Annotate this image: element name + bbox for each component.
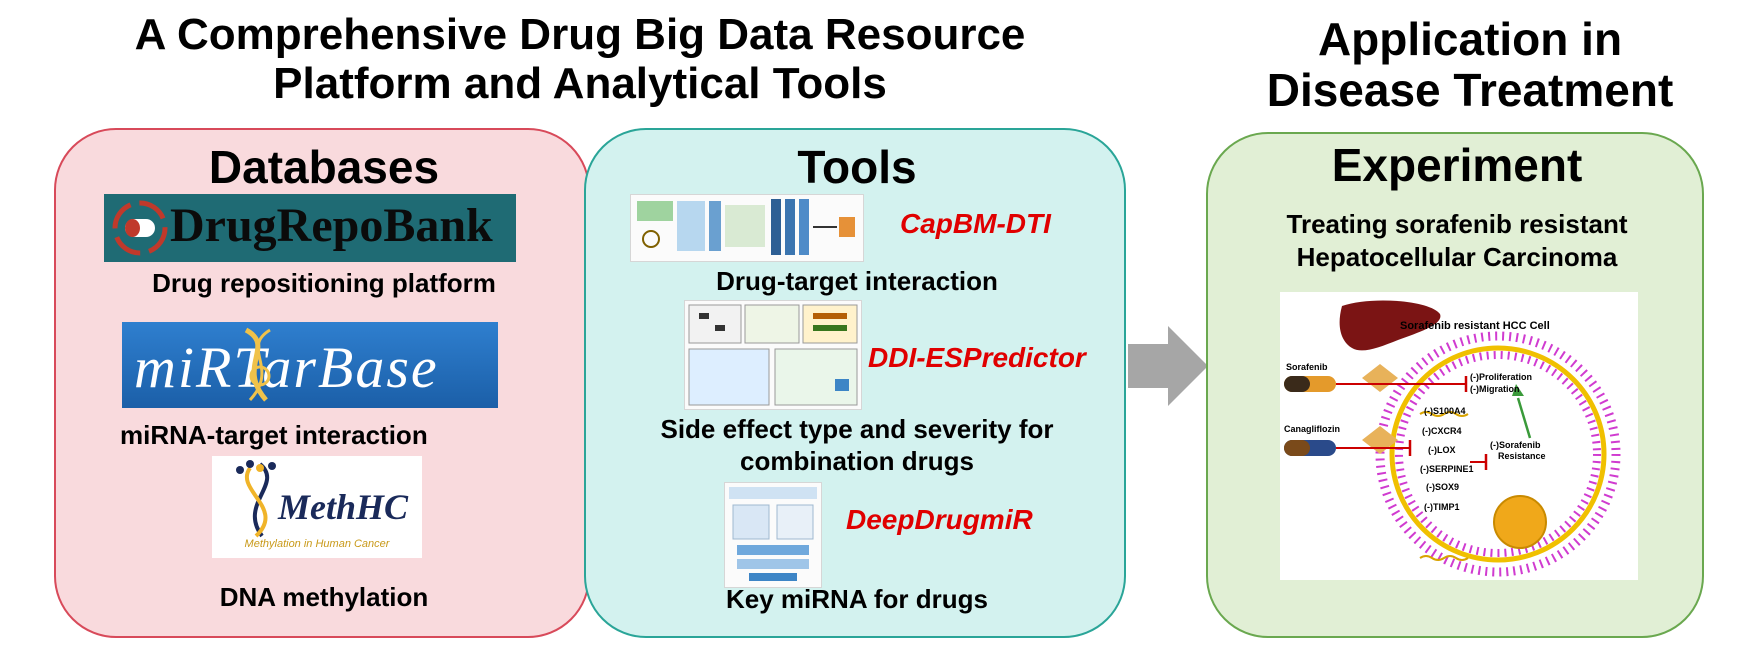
databases-title: Databases [208, 141, 440, 193]
main-title: A Comprehensive Drug Big Data Resource P… [40, 10, 1120, 109]
experiment-subtitle-line1: Treating sorafenib resistant [1286, 209, 1628, 239]
deepdrugmir-thumbnail [724, 482, 822, 588]
ddi-espredictor-thumbnail [684, 300, 862, 410]
mirtarbase-caption: miRNA-target interaction [120, 420, 428, 450]
hcc-figure-graphics [1284, 300, 1621, 577]
resistance-label: (-)Sorafenib Resistance [1490, 440, 1546, 462]
drugrepobank-logo: DrugRepoBank [104, 194, 516, 262]
capbm-dti-caption: Drug-target interaction [716, 266, 998, 296]
experiment-panel: Experiment Treating sorafenib resistant … [1206, 132, 1704, 638]
experiment-title: Experiment [1331, 139, 1583, 191]
main-title-line1: A Comprehensive Drug Big Data Resource [134, 10, 1026, 59]
mirtarbase-logo: miRTarBase [122, 322, 498, 408]
ddi-espredictor-caption-line1: Side effect type and severity for [660, 414, 1054, 444]
capbm-dti-name: CapBM-DTI [900, 208, 1051, 239]
databases-panel: Databases DrugRepoBank Drug repositionin… [54, 128, 590, 638]
main-title-line2: Platform and Analytical Tools [273, 59, 887, 109]
hcc-mechanism-figure: Sorafenib resistant HCC Cell Sorafenib C… [1280, 292, 1638, 580]
resistance-label-line1: (-)Sorafenib [1490, 440, 1541, 450]
dna-ladder-icon [244, 327, 271, 402]
deepdrugmir-name: DeepDrugmiR [846, 504, 1033, 535]
methhc-caption: DNA methylation [219, 582, 429, 612]
gene-lox: (-)LOX [1428, 445, 1456, 455]
experiment-subtitle: Treating sorafenib resistant Hepatocellu… [1208, 208, 1706, 273]
application-title-line1: Application in [1317, 13, 1623, 65]
capbm-dti-thumbnail [630, 194, 864, 262]
gene-cxcr4: (-)CXCR4 [1422, 426, 1462, 436]
methhc-logo-text: MethHC [278, 487, 409, 527]
methhc-logo: MethHC Methylation in Human Cancer [212, 456, 422, 558]
experiment-subtitle-line2: Hepatocellular Carcinoma [1296, 241, 1618, 272]
gene-s100a4: (-)S100A4 [1424, 406, 1466, 416]
effect-migration: (-)Migration [1470, 384, 1520, 394]
tools-title: Tools [797, 141, 917, 193]
dna-helix-icon [236, 460, 276, 538]
gene-timp1: (-)TIMP1 [1424, 502, 1460, 512]
deepdrugmir-caption: Key miRNA for drugs [726, 584, 988, 614]
pill-icon [112, 200, 168, 256]
resistance-label-line2: Resistance [1498, 450, 1546, 461]
sorafenib-label: Sorafenib [1286, 362, 1328, 372]
gene-serpine1: (-)SERPINE1 [1420, 464, 1474, 474]
mirtarbase-logo-text: miRTarBase [134, 335, 439, 400]
drugrepobank-caption: Drug repositioning platform [152, 268, 496, 298]
hcc-cell-label: Sorafenib resistant HCC Cell [1400, 320, 1550, 332]
ddi-espredictor-caption: Side effect type and severity for combin… [586, 414, 1128, 477]
right-arrow-icon [1128, 326, 1208, 406]
application-title-line2: Disease Treatment [1266, 63, 1674, 116]
gene-sox9: (-)SOX9 [1426, 482, 1460, 492]
tools-panel: Tools CapBM-DTI Drug-target interaction [584, 128, 1126, 638]
ddi-espredictor-caption-line2: combination drugs [740, 445, 974, 476]
effect-proliferation: (-)Proliferation [1470, 372, 1532, 382]
application-title: Application in Disease Treatment [1220, 14, 1720, 115]
ddi-espredictor-name: DDI-ESPredictor [868, 342, 1086, 373]
drugrepobank-logo-text: DrugRepoBank [170, 199, 493, 252]
methhc-logo-subtitle: Methylation in Human Cancer [244, 538, 390, 550]
canagliflozin-label: Canagliflozin [1284, 424, 1340, 434]
